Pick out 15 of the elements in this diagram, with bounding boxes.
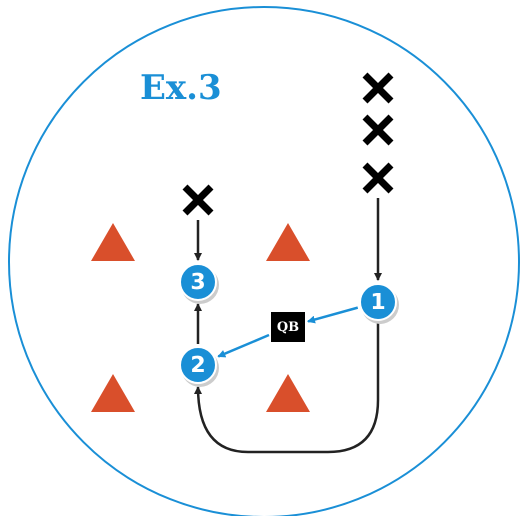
x-mark (360, 160, 396, 196)
x-mark (180, 182, 216, 218)
arrow (374, 198, 382, 281)
x-mark (360, 70, 396, 106)
arrow (194, 323, 380, 454)
arrow (217, 334, 270, 358)
arrow (194, 220, 202, 261)
qb-box: QB (271, 312, 305, 342)
arrow (307, 306, 358, 324)
arrow (194, 303, 202, 344)
player-circle: 3 (179, 263, 217, 301)
player-circle: 1 (359, 283, 397, 321)
title: Ex.3 (140, 68, 222, 108)
player-circle: 2 (179, 346, 217, 384)
x-mark (360, 112, 396, 148)
